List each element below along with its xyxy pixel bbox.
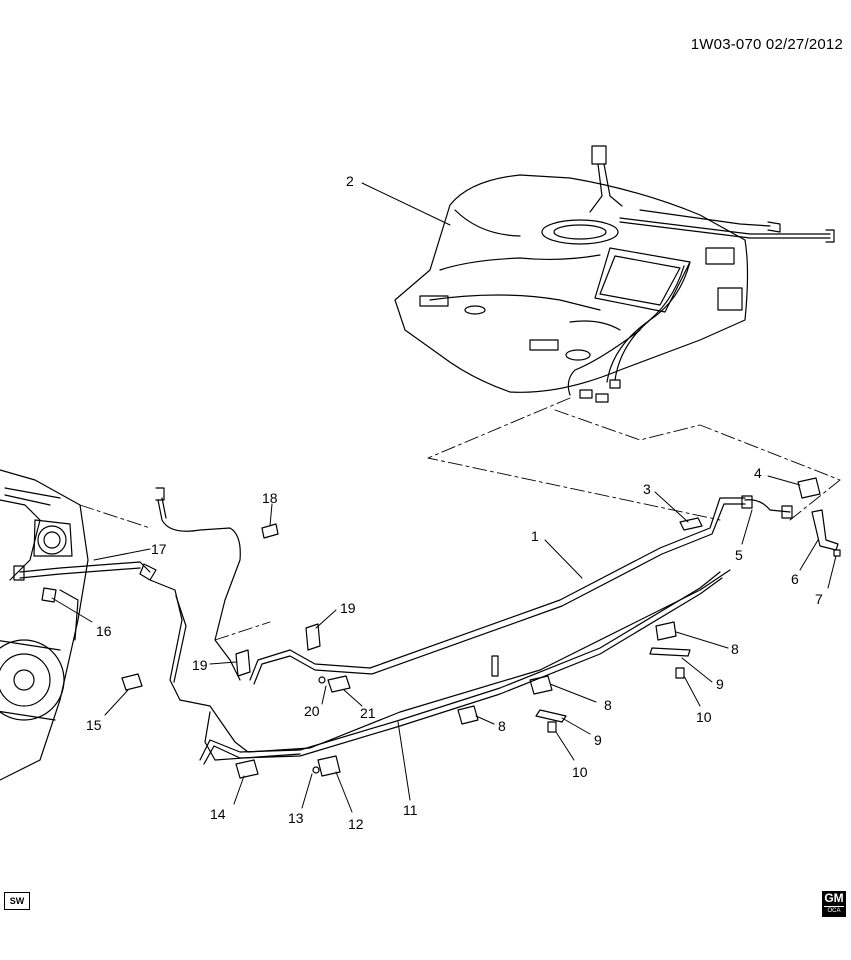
callout-15: 15 (86, 717, 102, 733)
callout-9a: 9 (716, 676, 724, 692)
callout-8b: 8 (604, 697, 612, 713)
callout-11: 11 (403, 802, 418, 818)
callout-10a: 10 (696, 709, 712, 725)
callout-17: 17 (151, 541, 167, 557)
leader-lines (79, 397, 841, 641)
callout-10b: 10 (572, 764, 588, 780)
callout-13: 13 (288, 810, 304, 826)
callout-20: 20 (304, 703, 320, 719)
gm-logo-subtext: OCA (824, 906, 844, 916)
fuel-line-1 (249, 495, 793, 685)
clips-and-fasteners (41, 477, 841, 779)
callout-19a: 19 (340, 600, 356, 616)
callout-1: 1 (531, 528, 539, 544)
callout-leaders (51, 182, 837, 813)
callout-18: 18 (262, 490, 278, 506)
sw-badge: SW (4, 892, 30, 910)
fuel-line-11 (199, 571, 723, 765)
callout-9b: 9 (594, 732, 602, 748)
document-id: 1W03-070 02/27/2012 (690, 36, 843, 53)
callout-8a: 8 (731, 641, 739, 657)
fuel-tank (394, 145, 835, 403)
callout-16: 16 (96, 623, 112, 639)
callout-19b: 19 (192, 657, 208, 673)
callout-8c: 8 (498, 718, 506, 734)
callout-2: 2 (346, 173, 354, 189)
callout-4: 4 (754, 465, 762, 481)
callout-5: 5 (735, 547, 743, 563)
callout-14: 14 (210, 806, 226, 822)
gm-logo-text: GM (824, 891, 844, 905)
callout-12: 12 (348, 816, 364, 832)
gm-logo-icon: GM OCA (822, 891, 846, 917)
callout-7: 7 (815, 591, 823, 607)
callout-6: 6 (791, 571, 799, 587)
fuel-feed-line-17 (13, 561, 157, 581)
callout-21: 21 (360, 705, 376, 721)
fuel-return-hose (149, 487, 731, 761)
engine-assembly (0, 469, 89, 781)
callout-labels: 1 2 3 4 5 6 7 8 8 8 8 9 9 10 10 11 12 13… (86, 173, 823, 832)
callout-3: 3 (643, 481, 651, 497)
